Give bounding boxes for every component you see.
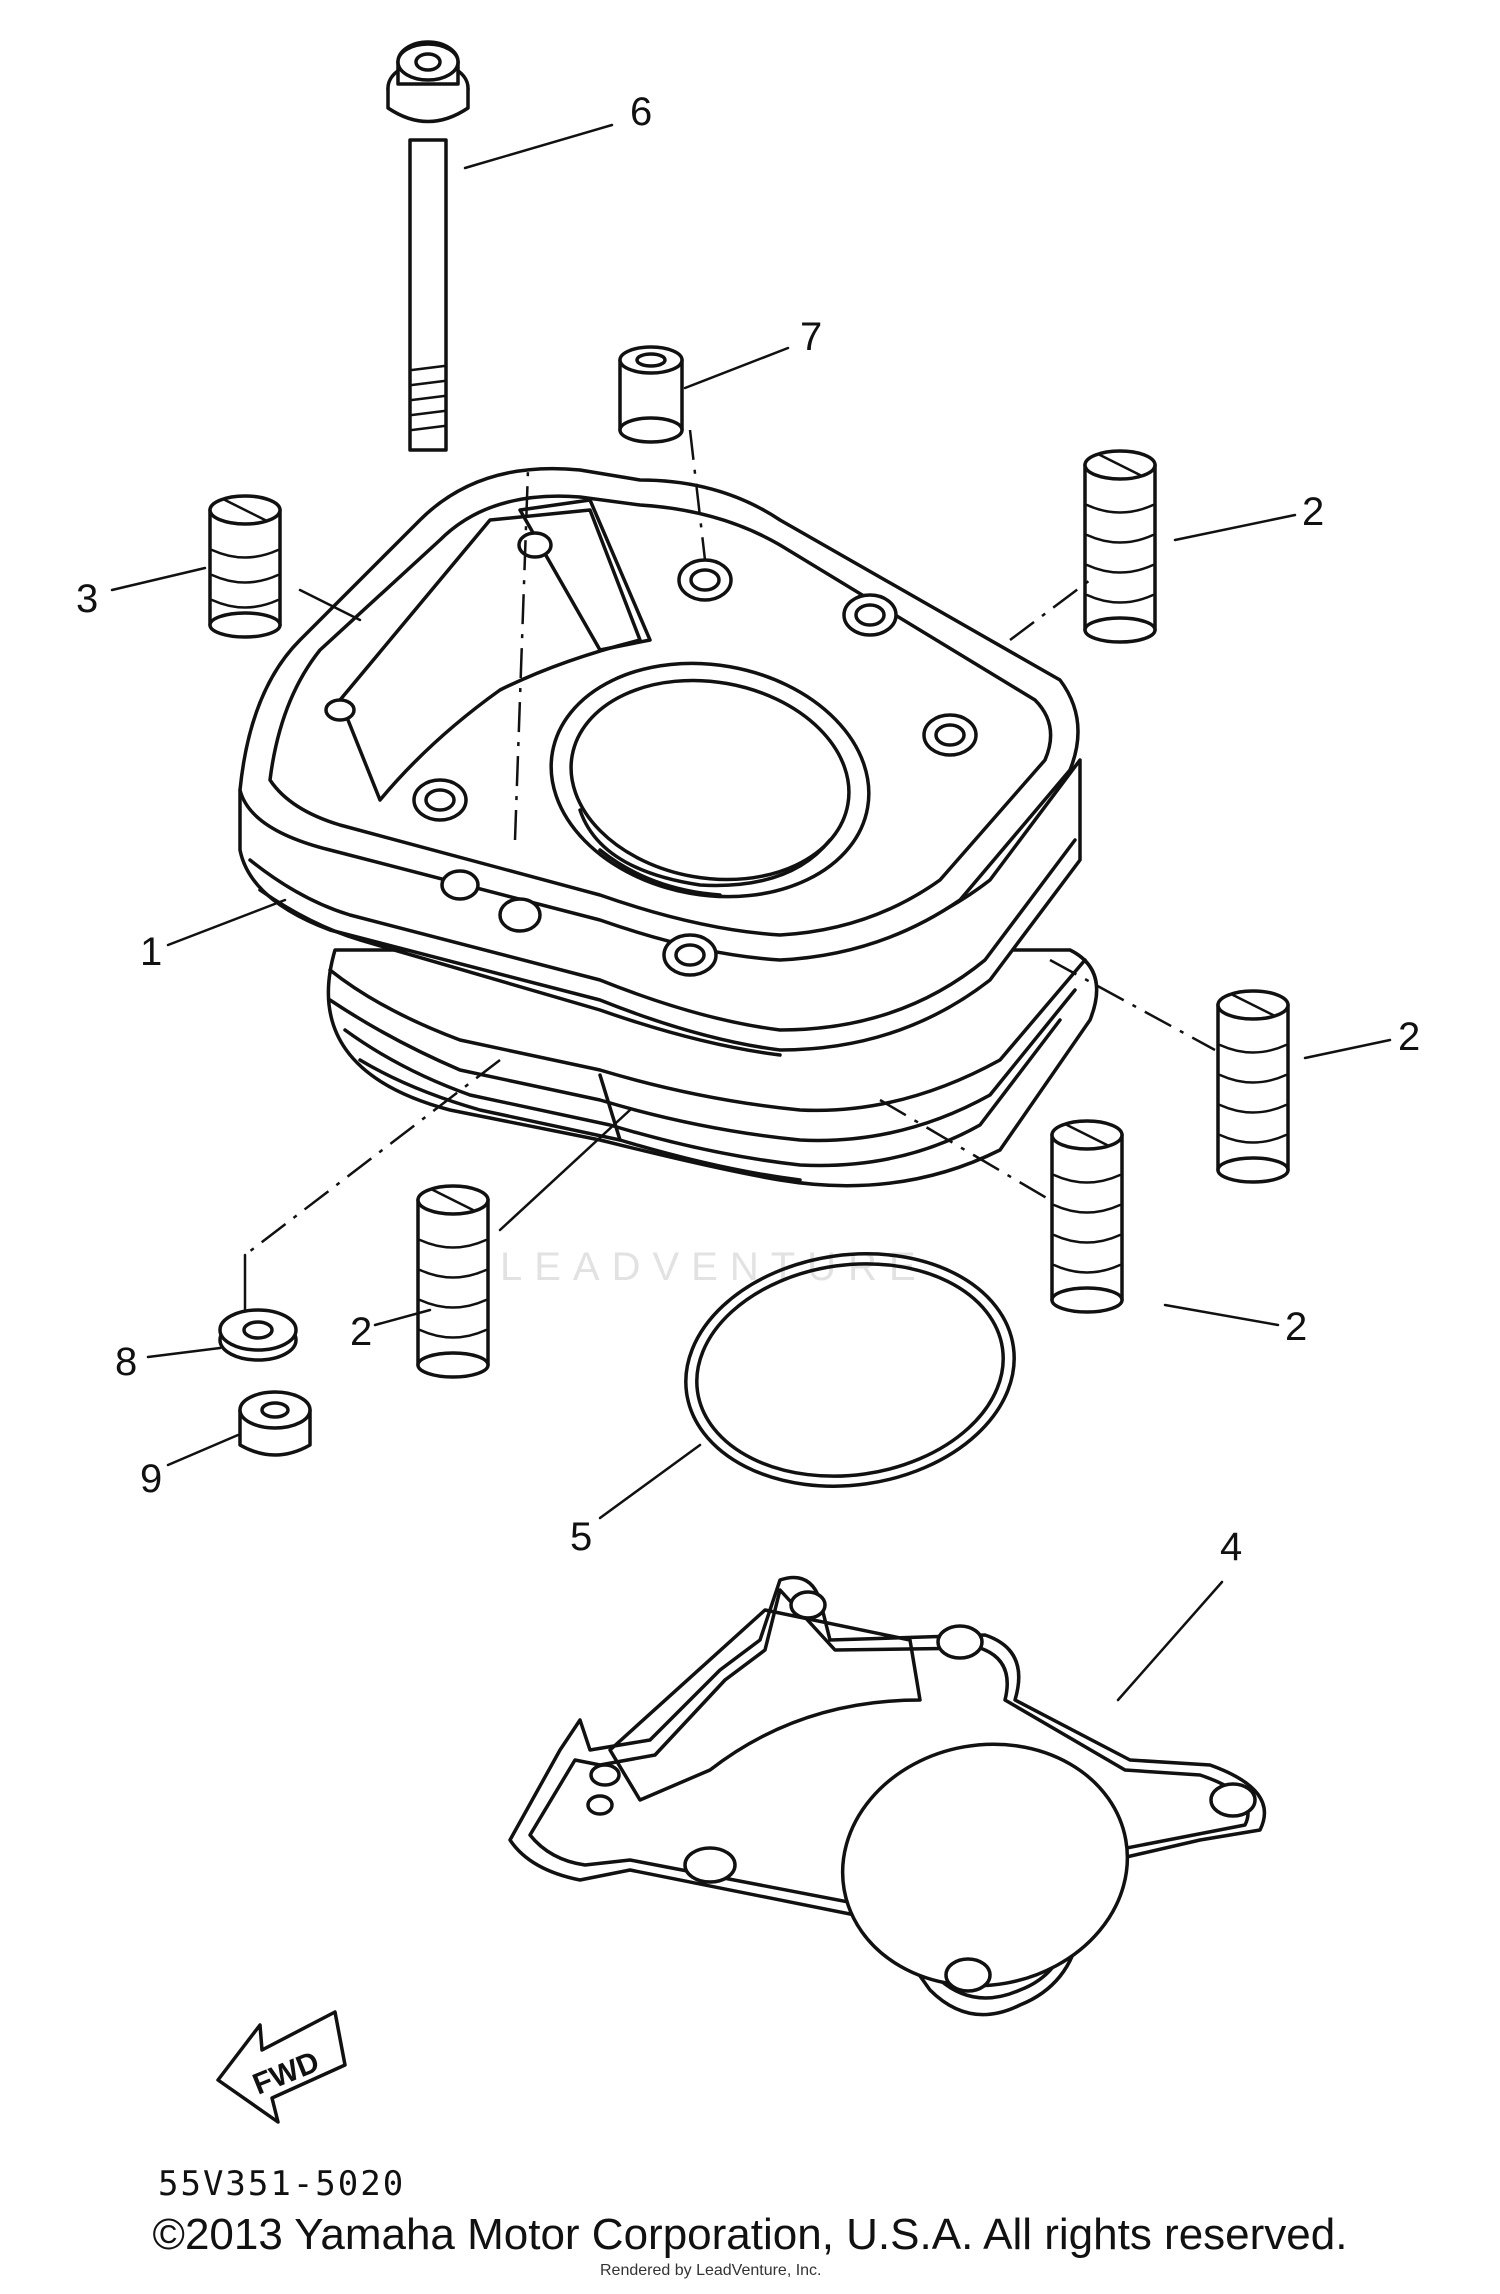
callout-2-left: 2 [350, 1310, 372, 1354]
callout-3: 3 [76, 577, 98, 621]
callout-9: 9 [140, 1457, 162, 1501]
callout-4: 4 [1220, 1525, 1242, 1569]
callout-7: 7 [800, 315, 822, 359]
part-dowel-pin [618, 345, 684, 444]
callout-2-right: 2 [1398, 1015, 1420, 1059]
part-stud-2-middle [1050, 1119, 1124, 1314]
callout-2-lower-right: 2 [1285, 1305, 1307, 1349]
part-stud-2-left [416, 1184, 490, 1379]
part-stud-2-right [1216, 989, 1290, 1184]
callout-8: 8 [115, 1340, 137, 1384]
callout-1: 1 [140, 930, 162, 974]
part-bolt [386, 40, 470, 452]
part-cylinder [238, 466, 1099, 1188]
leader-lines [110, 123, 1392, 1702]
part-washer [218, 1308, 298, 1362]
callout-2-upper-right: 2 [1302, 490, 1324, 534]
callout-6: 6 [630, 90, 652, 134]
assembly-lines [243, 429, 1216, 1312]
copyright-notice: ©2013 Yamaha Motor Corporation, U.S.A. A… [152, 2210, 1348, 2259]
fwd-arrow-icon: FWD [216, 2010, 347, 2124]
part-nut [238, 1390, 312, 1457]
part-o-ring [684, 1252, 1016, 1488]
part-gasket [508, 1575, 1267, 2017]
callout-5: 5 [570, 1515, 592, 1559]
callout-labels: 1 2 2 2 2 3 4 5 6 7 8 9 [76, 90, 1420, 1569]
part-stud-2-upper [1083, 449, 1157, 644]
render-credit: Rendered by LeadVenture, Inc. [600, 2262, 822, 2279]
part-stud-3 [208, 494, 282, 639]
watermark-text: LEADVENTURE [500, 1245, 928, 1289]
diagram-code: 55V351-5020 [158, 2164, 405, 2204]
